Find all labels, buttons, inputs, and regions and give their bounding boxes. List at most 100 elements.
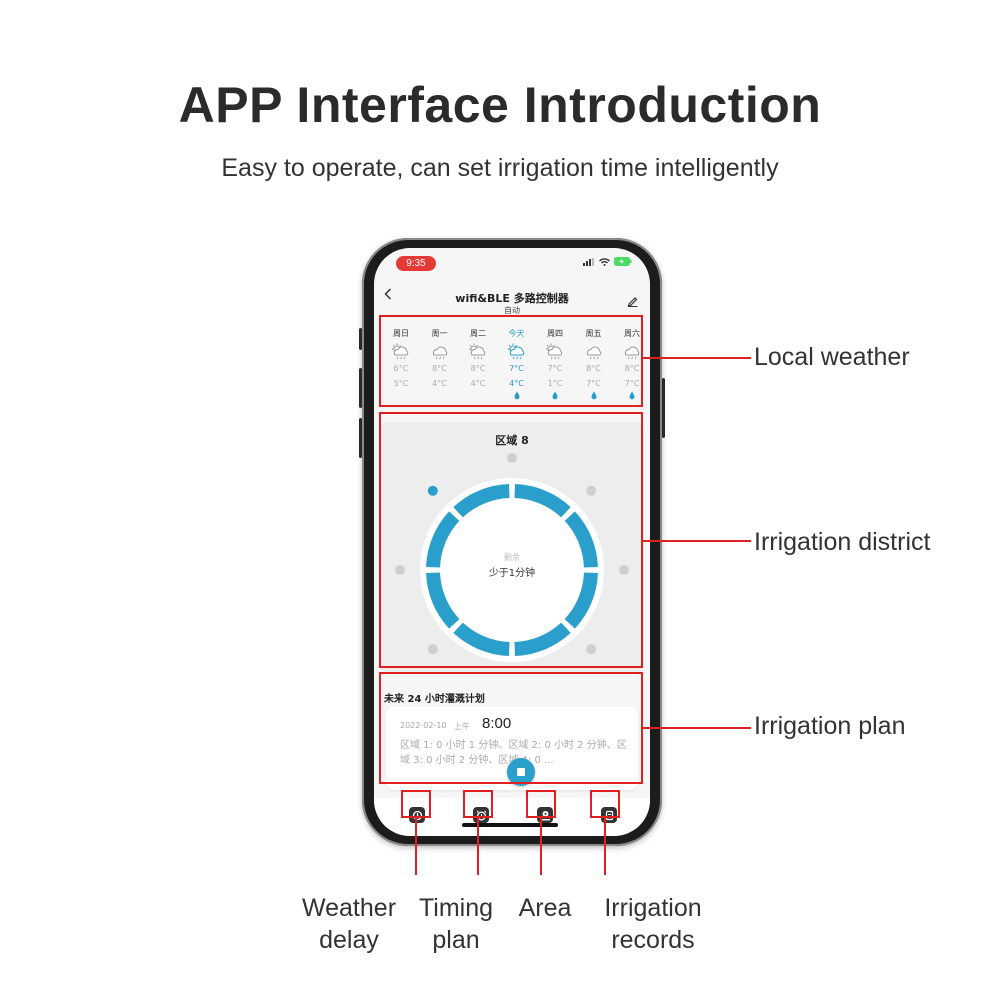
weather-low: 7°C: [586, 379, 601, 388]
weather-day: 周六 8°C 7°C: [614, 328, 650, 401]
page-title: APP Interface Introduction: [178, 77, 822, 133]
partly-sunny-rain-icon: [469, 343, 486, 360]
weather-day-name: 周一: [431, 329, 448, 338]
zone-segment[interactable]: [426, 572, 460, 629]
wifi-icon: [599, 257, 610, 266]
cloud-rain-icon: [624, 346, 640, 360]
zone-marker-icon[interactable]: [586, 644, 597, 655]
cloud-rain-icon: [586, 346, 601, 360]
weather-day-name: 周六: [624, 329, 640, 338]
raindrop-icon: [591, 391, 596, 400]
zone-segment[interactable]: [514, 622, 571, 656]
battery-icon: [614, 257, 632, 266]
weather-high: 7°C: [547, 364, 563, 373]
zone-marker-icon[interactable]: [395, 565, 405, 575]
zone-segment[interactable]: [564, 572, 598, 629]
remaining-value: 少于1分钟: [488, 568, 536, 579]
partly-sunny-rain-icon: [546, 343, 563, 360]
nav-bar: wifi&BLE 多路控制器 自动: [374, 276, 650, 315]
back-button[interactable]: [384, 285, 392, 304]
partly-sunny-rain-icon: [507, 343, 524, 360]
stop-icon: [517, 768, 525, 776]
zone-marker-icon[interactable]: [427, 485, 438, 496]
area-title: 区域 8: [495, 434, 529, 447]
weather-delay-highlight: [401, 790, 431, 818]
weather-low: 7°C: [624, 379, 640, 388]
timing-plan-highlight: [463, 790, 493, 818]
district-connector: [643, 540, 751, 542]
weather-delay-connector: [415, 818, 417, 875]
weather-low: 4°C: [509, 379, 524, 388]
weather-high: 8°C: [470, 364, 486, 373]
weather-day-name: 今天: [508, 329, 525, 338]
zone-marker-icon[interactable]: [507, 453, 517, 463]
edit-button[interactable]: [627, 292, 638, 311]
plan-ampm: 上午: [454, 722, 470, 731]
zone-marker-icon[interactable]: [586, 485, 597, 496]
page-subtitle: Easy to operate, can set irrigation time…: [221, 154, 779, 182]
plan-connector: [643, 727, 751, 729]
records-highlight: [590, 790, 620, 818]
pencil-icon: [627, 297, 638, 307]
chevron-left-icon: [384, 288, 392, 300]
label-area: Area: [518, 894, 572, 922]
stop-button[interactable]: [507, 758, 535, 786]
label-irrigation-records: Irrigation records: [604, 894, 702, 954]
label-weather-delay: Weather delay: [301, 894, 397, 954]
volume-down-button: [359, 418, 362, 458]
weather-day: 周日 6°C 5°C: [383, 328, 419, 401]
zone-segment[interactable]: [564, 511, 598, 568]
dial-center: [446, 504, 578, 636]
tab-weather-delay[interactable]: [409, 807, 425, 823]
area-pin-icon: [540, 810, 550, 820]
plan-date: 2022-02-10: [400, 721, 447, 730]
weather-day-name: 周五: [585, 329, 602, 338]
device-title: wifi&BLE 多路控制器: [455, 292, 569, 305]
raindrop-icon: [514, 391, 519, 400]
weather-high: 6°C: [393, 364, 409, 373]
timing-plan-connector: [477, 818, 479, 875]
weather-high: 8°C: [624, 364, 640, 373]
weather-highlight-box: [379, 315, 643, 407]
records-connector: [604, 818, 606, 875]
power-button: [662, 378, 665, 438]
weather-day-name: 周日: [393, 329, 409, 338]
zone-segment[interactable]: [453, 622, 510, 656]
zone-marker-icon[interactable]: [427, 644, 438, 655]
weather-day-name: 周四: [547, 329, 563, 338]
zone-segment[interactable]: [514, 484, 571, 518]
district-highlight-box: [379, 412, 643, 668]
status-time: 9:35: [396, 256, 436, 271]
signal-icon: [583, 257, 594, 266]
plan-detail: 区域 1: 0 小时 1 分钟、区域 2: 0 小时 2 分钟、区域 3: 0 …: [400, 740, 627, 766]
weather-low: 5°C: [393, 379, 409, 388]
cloud-rain-icon: [432, 346, 447, 360]
partly-sunny-rain-icon: [392, 343, 409, 360]
label-timing-plan: Timing plan: [418, 894, 494, 954]
zone-segment[interactable]: [453, 484, 510, 518]
callout-irrigation-district: Irrigation district: [754, 528, 931, 556]
zone-dial[interactable]: [380, 422, 644, 672]
zone-segment[interactable]: [426, 511, 460, 568]
weather-delay-icon: [412, 810, 422, 820]
weather-high: 7°C: [509, 364, 524, 373]
zone-marker-icon[interactable]: [619, 565, 629, 575]
raindrop-icon: [552, 391, 558, 400]
weather-day: 周四 7°C 1°C: [537, 328, 573, 401]
remaining-label: 剩余: [504, 553, 520, 562]
irrigation-district-card[interactable]: 区域 8 剩余 少于1分钟: [380, 422, 644, 672]
weather-low: 1°C: [547, 379, 563, 388]
weather-connector: [643, 357, 751, 359]
area-highlight: [526, 790, 556, 818]
home-indicator: [462, 823, 558, 827]
volume-up-button: [359, 368, 362, 408]
weather-day-name: 周二: [470, 329, 486, 338]
weather-day: 今天 7°C 4°C: [499, 328, 535, 401]
device-mode: 自动: [504, 306, 520, 315]
